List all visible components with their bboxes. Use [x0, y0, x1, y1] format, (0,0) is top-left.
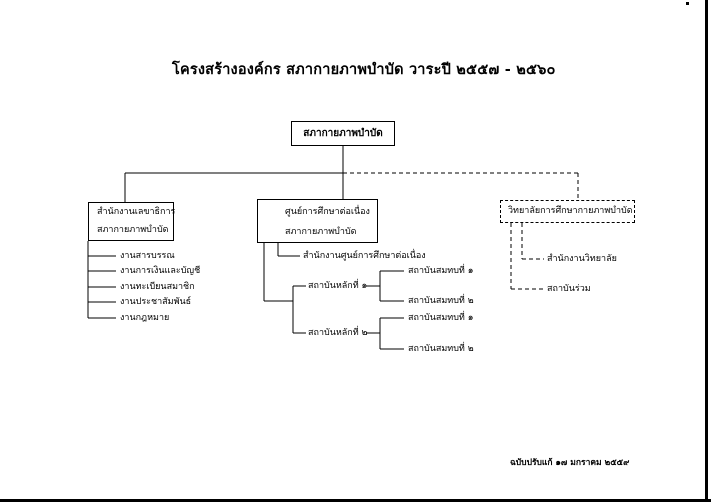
partner-institute: สถาบันสมทบที่ ๑ [408, 266, 474, 276]
corner-mark [686, 2, 689, 5]
secretariat-item: งานประชาสัมพันธ์ [120, 297, 192, 307]
unit-college-node: วิทยาลัยการศึกษากายภาพบำบัด [500, 200, 635, 223]
secretariat-item: งานทะเบียนสมาชิก [120, 282, 195, 292]
unit-education-center-label-2: สภากายภาพบำบัด [285, 227, 357, 237]
college-partner-institutes: สถาบันร่วม [547, 284, 591, 294]
unit-secretariat-label-2: สภากายภาพบำบัด [97, 225, 169, 235]
secretariat-item: งานสารบรรณ [120, 251, 175, 261]
main-institute-2: สถาบันหลักที่ ๒ [308, 328, 368, 338]
unit-education-center-node: ศูนย์การศึกษาต่อเนื่อง สภากายภาพบำบัด [257, 199, 378, 243]
secretariat-item: งานการเงินและบัญชี [120, 266, 201, 276]
chart-title: โครงสร้างองค์กร สภากายภาพบำบัด วาระปี ๒๕… [172, 62, 556, 78]
partner-institute: สถาบันสมทบที่ ๒ [408, 344, 474, 354]
unit-college-label: วิทยาลัยการศึกษากายภาพบำบัด [508, 206, 633, 216]
partner-institute: สถาบันสมทบที่ ๑ [408, 313, 474, 323]
unit-education-center-label-1: ศูนย์การศึกษาต่อเนื่อง [285, 207, 370, 217]
partner-institute: สถาบันสมทบที่ ๒ [408, 296, 474, 306]
main-institute-1: สถาบันหลักที่ ๑ [308, 281, 368, 291]
root-label: สภากายภาพบำบัด [303, 128, 383, 139]
secretariat-item: งานกฎหมาย [120, 313, 170, 323]
unit-secretariat-label-1: สำนักงานเลขาธิการ [97, 207, 176, 217]
revision-note: ฉบับปรับแก้ ๑๗ มกราคม ๒๕๕๙ [510, 458, 630, 468]
root-node: สภากายภาพบำบัด [291, 121, 395, 146]
education-center-office: สำนักงานศูนย์การศึกษาต่อเนื่อง [303, 251, 426, 261]
unit-secretariat-node: สำนักงานเลขาธิการ สภากายภาพบำบัด [88, 202, 176, 241]
college-office: สำนักงานวิทยาลัย [547, 254, 617, 264]
page-bottom-border [0, 499, 711, 502]
page-right-border [705, 0, 708, 502]
